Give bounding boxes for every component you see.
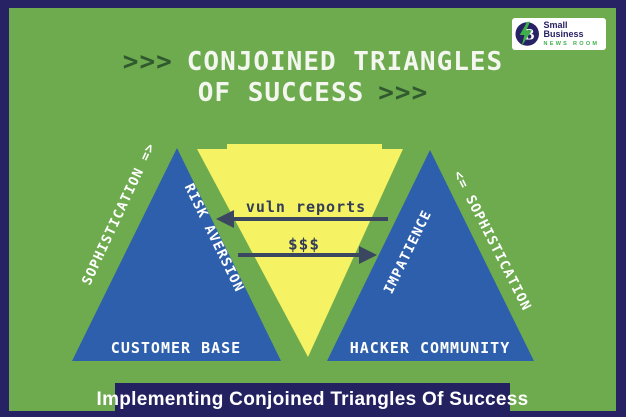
- brand-monogram: B: [524, 27, 535, 44]
- money-label: $$$: [288, 234, 320, 254]
- title-text-1: CONJOINED TRIANGLES: [186, 47, 504, 77]
- title-text-2: OF SUCCESS: [197, 78, 365, 108]
- title-line-2: OF SUCCESS >>>: [0, 78, 626, 109]
- hacker-community-triangle: [327, 150, 534, 361]
- caption-bar: Implementing Conjoined Triangles Of Succ…: [96, 383, 528, 417]
- brand-logo-icon: B: [515, 21, 539, 47]
- brand-logo: B Small Business NEWS ROOM: [512, 18, 606, 50]
- brand-subname: NEWS ROOM: [543, 40, 600, 47]
- brand-name: Small Business: [543, 20, 584, 39]
- vuln-reports-arrow: [216, 210, 388, 228]
- customer-base-triangle: [72, 148, 281, 361]
- page-title: >>>CONJOINED TRIANGLES OF SUCCESS>>>: [0, 47, 626, 109]
- brand-logo-text: Small Business NEWS ROOM: [543, 21, 606, 47]
- chevrons-right: >>>: [378, 78, 429, 108]
- hacker-community-label: HACKER COMMUNITY: [349, 339, 511, 357]
- customer-base-label: CUSTOMER BASE: [110, 339, 242, 357]
- lightning-bolt-icon: [519, 21, 532, 47]
- caption-text: Implementing Conjoined Triangles Of Succ…: [96, 389, 529, 410]
- chevrons-left: >>>: [122, 47, 173, 77]
- title-line-1: >>> CONJOINED TRIANGLES: [0, 47, 626, 78]
- funnel-triangle: [197, 144, 403, 357]
- vuln-reports-label: vuln reports: [245, 198, 367, 216]
- money-arrow: [238, 246, 377, 264]
